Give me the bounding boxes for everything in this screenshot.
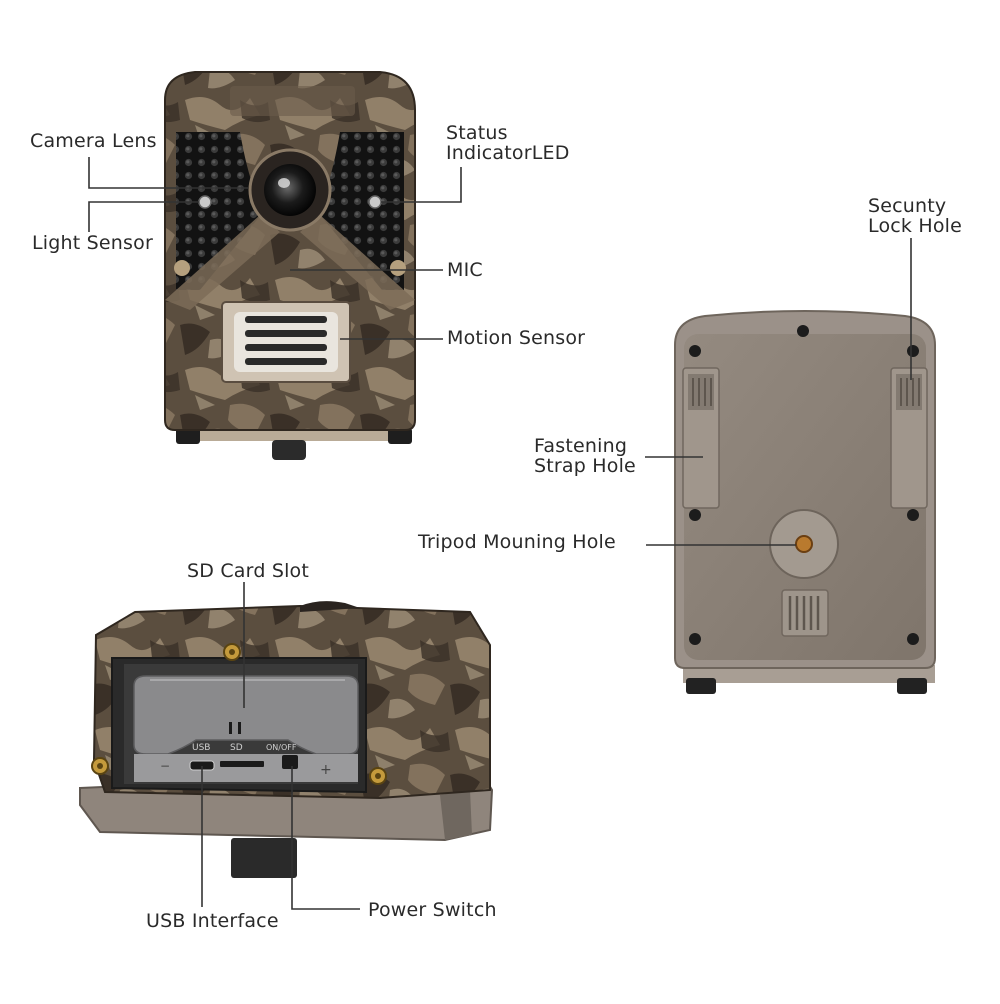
lens-reflection [278,178,290,188]
back-foot-right [897,678,927,694]
status-led-dot [368,195,382,209]
camera-lens-glass [264,164,316,216]
ir-led-panel-right [316,132,404,290]
motion-sensor-window [234,312,338,372]
label-fastening-line1: Fastening [534,435,628,457]
motion-sensor-ribs [245,316,327,365]
sd-slot-mark: SD [230,743,243,753]
bottom-top-knob [300,601,360,612]
front-knob [272,440,306,460]
back-latch [781,589,829,637]
sd-slot-mark-a [229,722,232,734]
label-status-indicator-line1: Status [446,122,508,144]
label-usb-interface: USB Interface [146,910,279,932]
ir-led-panel-left [176,132,265,290]
front-foot-right [388,428,412,444]
back-screw-holes [689,325,919,645]
label-status-indicator: Status IndicatorLED [446,123,570,163]
strap-slot-left [682,367,720,509]
label-status-indicator-line2: IndicatorLED [446,142,570,164]
bottom-knob [231,838,297,878]
ports-panel [134,754,358,782]
leader-status-led [381,167,462,203]
power-switch-mark: ON/OFF [266,743,297,752]
back-foot-left [686,678,716,694]
label-security-lock-line2: Lock Hole [868,215,963,237]
label-fastening-line2: Strap Hole [534,455,636,477]
front-foot-left [176,428,200,444]
power-switch [282,755,298,769]
battery-plus-mark: + [320,762,332,778]
front-band-left [165,215,280,310]
strap-slot-right [890,367,928,509]
leader-power-switch [291,766,360,910]
usb-port-mark: USB [192,743,210,753]
sd-slot-mark-b [238,722,241,734]
front-top-panel [230,86,355,116]
front-screw-left [174,260,190,276]
label-fastening-strap-hole: Fastening Strap Hole [534,436,636,476]
back-base-plate [683,665,935,683]
front-band-right [300,215,415,310]
brass-inserts [91,643,387,785]
label-security-lock-hole: Secunty Lock Hole [868,196,962,236]
sd-card-slot [220,761,264,767]
back-panel [684,334,926,660]
label-security-lock-line1: Secunty [868,195,947,217]
front-camera [164,71,416,460]
tripod-mounting-hole [795,535,813,553]
bottom-shell-side [440,790,472,840]
leader-light-sensor [88,201,199,232]
light-sensor-dot [198,195,212,209]
leader-camera-lens [88,157,248,189]
front-screw-right [390,260,406,276]
label-power-switch: Power Switch [368,899,497,921]
label-tripod-mounting-hole: Tripod Mouning Hole [418,531,616,553]
bottom-camera: USB SD ON/OFF − + [79,601,494,878]
leader-lines [88,157,912,910]
battery-minus-mark: − [160,759,170,773]
label-camera-lens: Camera Lens [30,130,157,152]
label-motion-sensor: Motion Sensor [447,327,586,349]
label-sd-card-slot: SD Card Slot [187,560,310,582]
label-mic: MIC [447,259,483,281]
label-light-sensor: Light Sensor [32,232,153,254]
back-camera [674,310,936,694]
